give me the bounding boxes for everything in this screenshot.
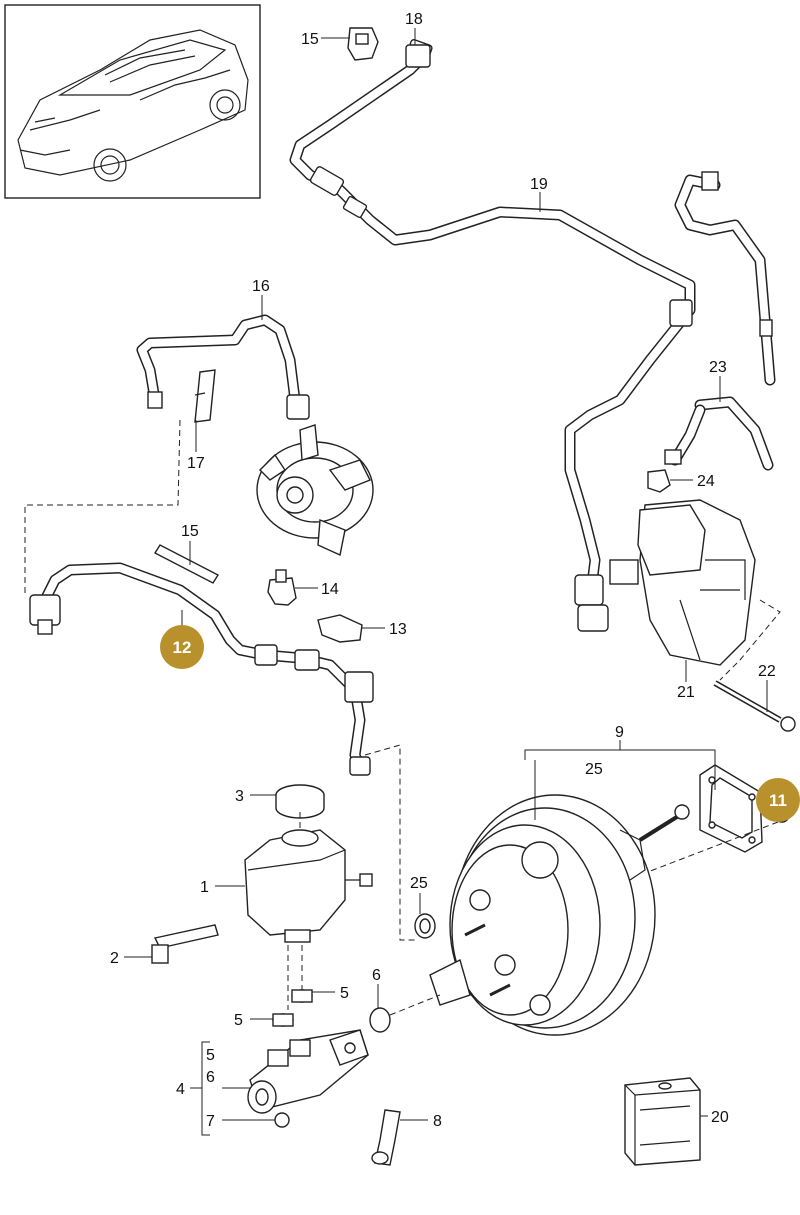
callout-19: 19 (530, 176, 548, 193)
dashed-leader-6 (389, 994, 441, 1016)
hose-upper-right (674, 171, 776, 386)
callout-8: 8 (433, 1113, 442, 1130)
callout-23: 23 (709, 359, 727, 376)
bolt-22 (713, 680, 796, 732)
callout-17: 17 (187, 455, 205, 472)
callout-1: 1 (200, 879, 209, 896)
dashed-leader-25 (364, 744, 415, 941)
reservoir-1 (244, 829, 373, 943)
callout-25-grommet: 25 (410, 875, 428, 892)
bracket-8 (371, 1109, 401, 1166)
grommet-25 (414, 913, 436, 939)
callout-16: 16 (252, 278, 270, 295)
nut-7 (274, 1112, 290, 1128)
callout-18: 18 (405, 11, 423, 28)
sleeve-15 (154, 544, 219, 584)
brake-booster (429, 794, 690, 1036)
callout-6-oring: 6 (372, 967, 381, 984)
callout-24: 24 (697, 473, 715, 490)
callout-25-top: 25 (585, 761, 603, 778)
callout-13: 13 (389, 621, 407, 638)
clip-14 (267, 569, 297, 606)
callout-14: 14 (321, 581, 339, 598)
hose-12 (29, 562, 374, 776)
badge-11-label: 11 (769, 791, 787, 810)
sensor-13 (317, 614, 363, 643)
callout-2: 2 (110, 950, 119, 967)
callout-5-group: 5 (206, 1047, 215, 1064)
badge-11[interactable]: 11 (756, 778, 800, 822)
hose-23 (664, 396, 774, 471)
vacuum-pump (256, 424, 374, 557)
hose-19 (289, 38, 696, 632)
hose-16 (136, 314, 310, 420)
dashed-leader-11 (639, 821, 779, 876)
group-bracket-9 (524, 749, 716, 760)
callout-3: 3 (235, 788, 244, 805)
callout-4: 4 (176, 1081, 185, 1098)
dashed-leader-16 (24, 419, 181, 595)
fluid-can-20 (624, 1077, 701, 1166)
callout-21: 21 (677, 684, 695, 701)
callout-22: 22 (758, 663, 776, 680)
callout-7: 7 (206, 1113, 215, 1130)
dashed-leader-22 (719, 599, 781, 681)
connector-18 (405, 44, 431, 68)
callout-15-mid: 15 (181, 523, 199, 540)
bracket-2 (151, 924, 219, 964)
vehicle-thumbnail (4, 4, 261, 199)
bracket-17 (194, 369, 216, 423)
master-cylinder-4 (247, 1029, 369, 1114)
callout-5-left: 5 (234, 1012, 243, 1029)
seals-5 (272, 989, 313, 1027)
badge-12[interactable]: 12 (160, 625, 204, 669)
gasket-9 (699, 764, 763, 853)
callout-15-top: 15 (301, 31, 319, 48)
badge-12-label: 12 (173, 638, 192, 657)
module-21 (609, 499, 756, 666)
callout-9: 9 (615, 724, 624, 741)
callout-20: 20 (711, 1109, 729, 1126)
clip-24 (647, 469, 671, 493)
callout-6-group: 6 (206, 1069, 215, 1086)
callout-5-right: 5 (340, 985, 349, 1002)
o-ring-6 (369, 1007, 391, 1033)
clip-15-top (347, 27, 379, 61)
